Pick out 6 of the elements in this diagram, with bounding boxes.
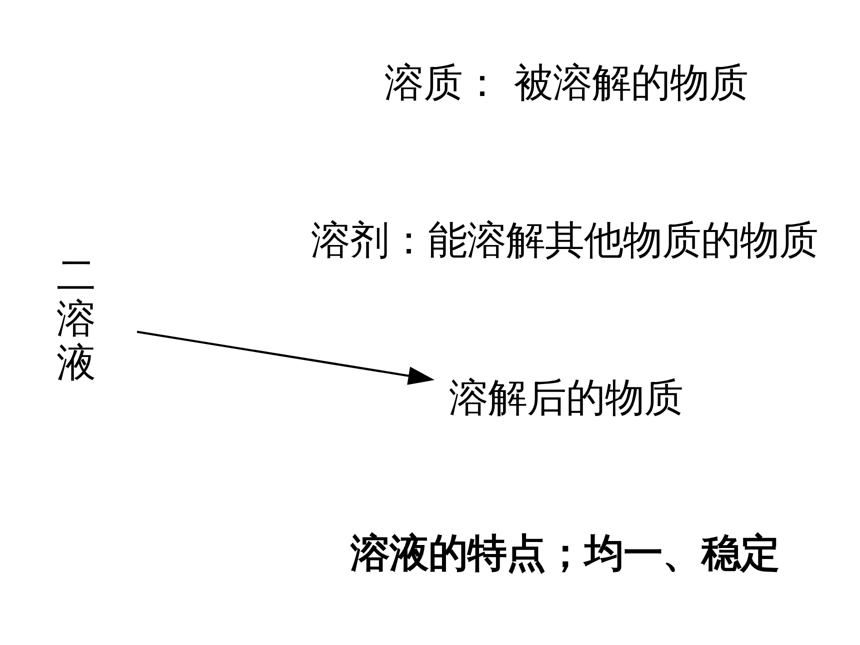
label: 溶液的特点；均一、稳定 <box>350 530 780 576</box>
node-text: 二溶液 <box>56 252 95 386</box>
node-text: 溶剂：能溶解其他物质的物质 <box>310 217 818 264</box>
arrow <box>136 330 434 385</box>
node-text: 溶质： 被溶解的物质 <box>384 60 748 106</box>
node-text: 溶解后的物质 <box>448 374 683 421</box>
